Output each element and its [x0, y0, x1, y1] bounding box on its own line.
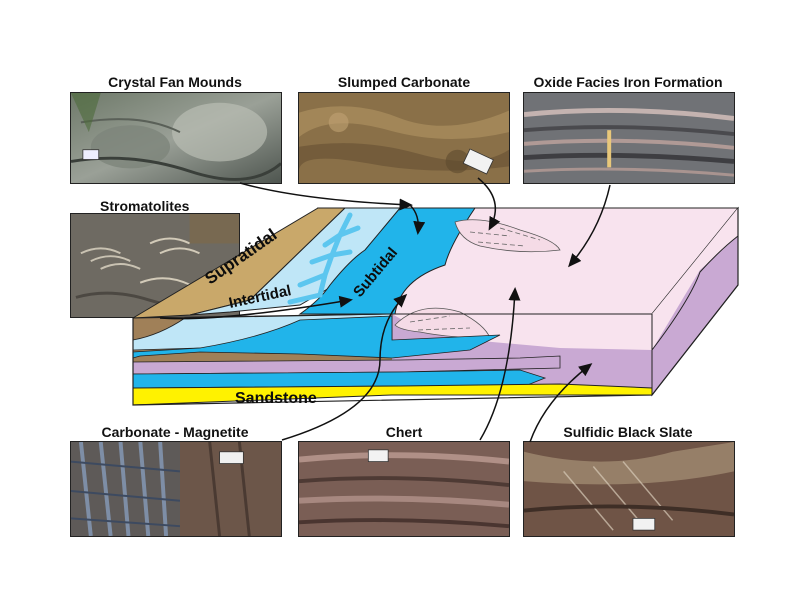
- arrow-crystal-fan-mounds: [239, 182, 413, 211]
- label-crystal-fan-mounds: Crystal Fan Mounds: [108, 74, 242, 90]
- right-side-face-upper: [652, 208, 738, 350]
- label-chert: Chert: [385, 424, 423, 440]
- photo-carbonate-magnetite: [70, 441, 282, 537]
- arrow-sulfidic-black-slate: [529, 363, 593, 443]
- label-stromatolites: Stromatolites: [100, 198, 190, 214]
- photo-crystal-fan-mounds: [70, 92, 282, 184]
- sandstone-layer: [132, 383, 653, 406]
- photo-stromatolites: [70, 213, 240, 318]
- arrow-oxide-facies: [568, 184, 611, 268]
- label-sulfidic-black-slate: Sulfidic Black Slate: [563, 424, 693, 440]
- photo-slumped-carbonate: [298, 92, 510, 184]
- subtidal-front-layer: [132, 315, 501, 359]
- tidal-channels: [287, 212, 361, 305]
- label-carbonate-magnetite: Carbonate - Magnetite: [101, 424, 249, 440]
- photo-oxide-facies: [523, 92, 735, 184]
- photo-sulfidic-black-slate: [523, 441, 735, 537]
- arrow-slumped-carbonate: [477, 177, 501, 231]
- arrow-carbonate-magnetite: [281, 293, 408, 441]
- label-slumped-carbonate: Slumped Carbonate: [337, 74, 471, 90]
- arrow-chert: [479, 287, 521, 441]
- photo-chert: [298, 441, 510, 537]
- zone-label-sandstone: Sandstone: [235, 390, 317, 407]
- label-oxide-facies: Oxide Facies Iron Formation: [533, 74, 723, 90]
- arrow-stromatolites: [159, 295, 353, 320]
